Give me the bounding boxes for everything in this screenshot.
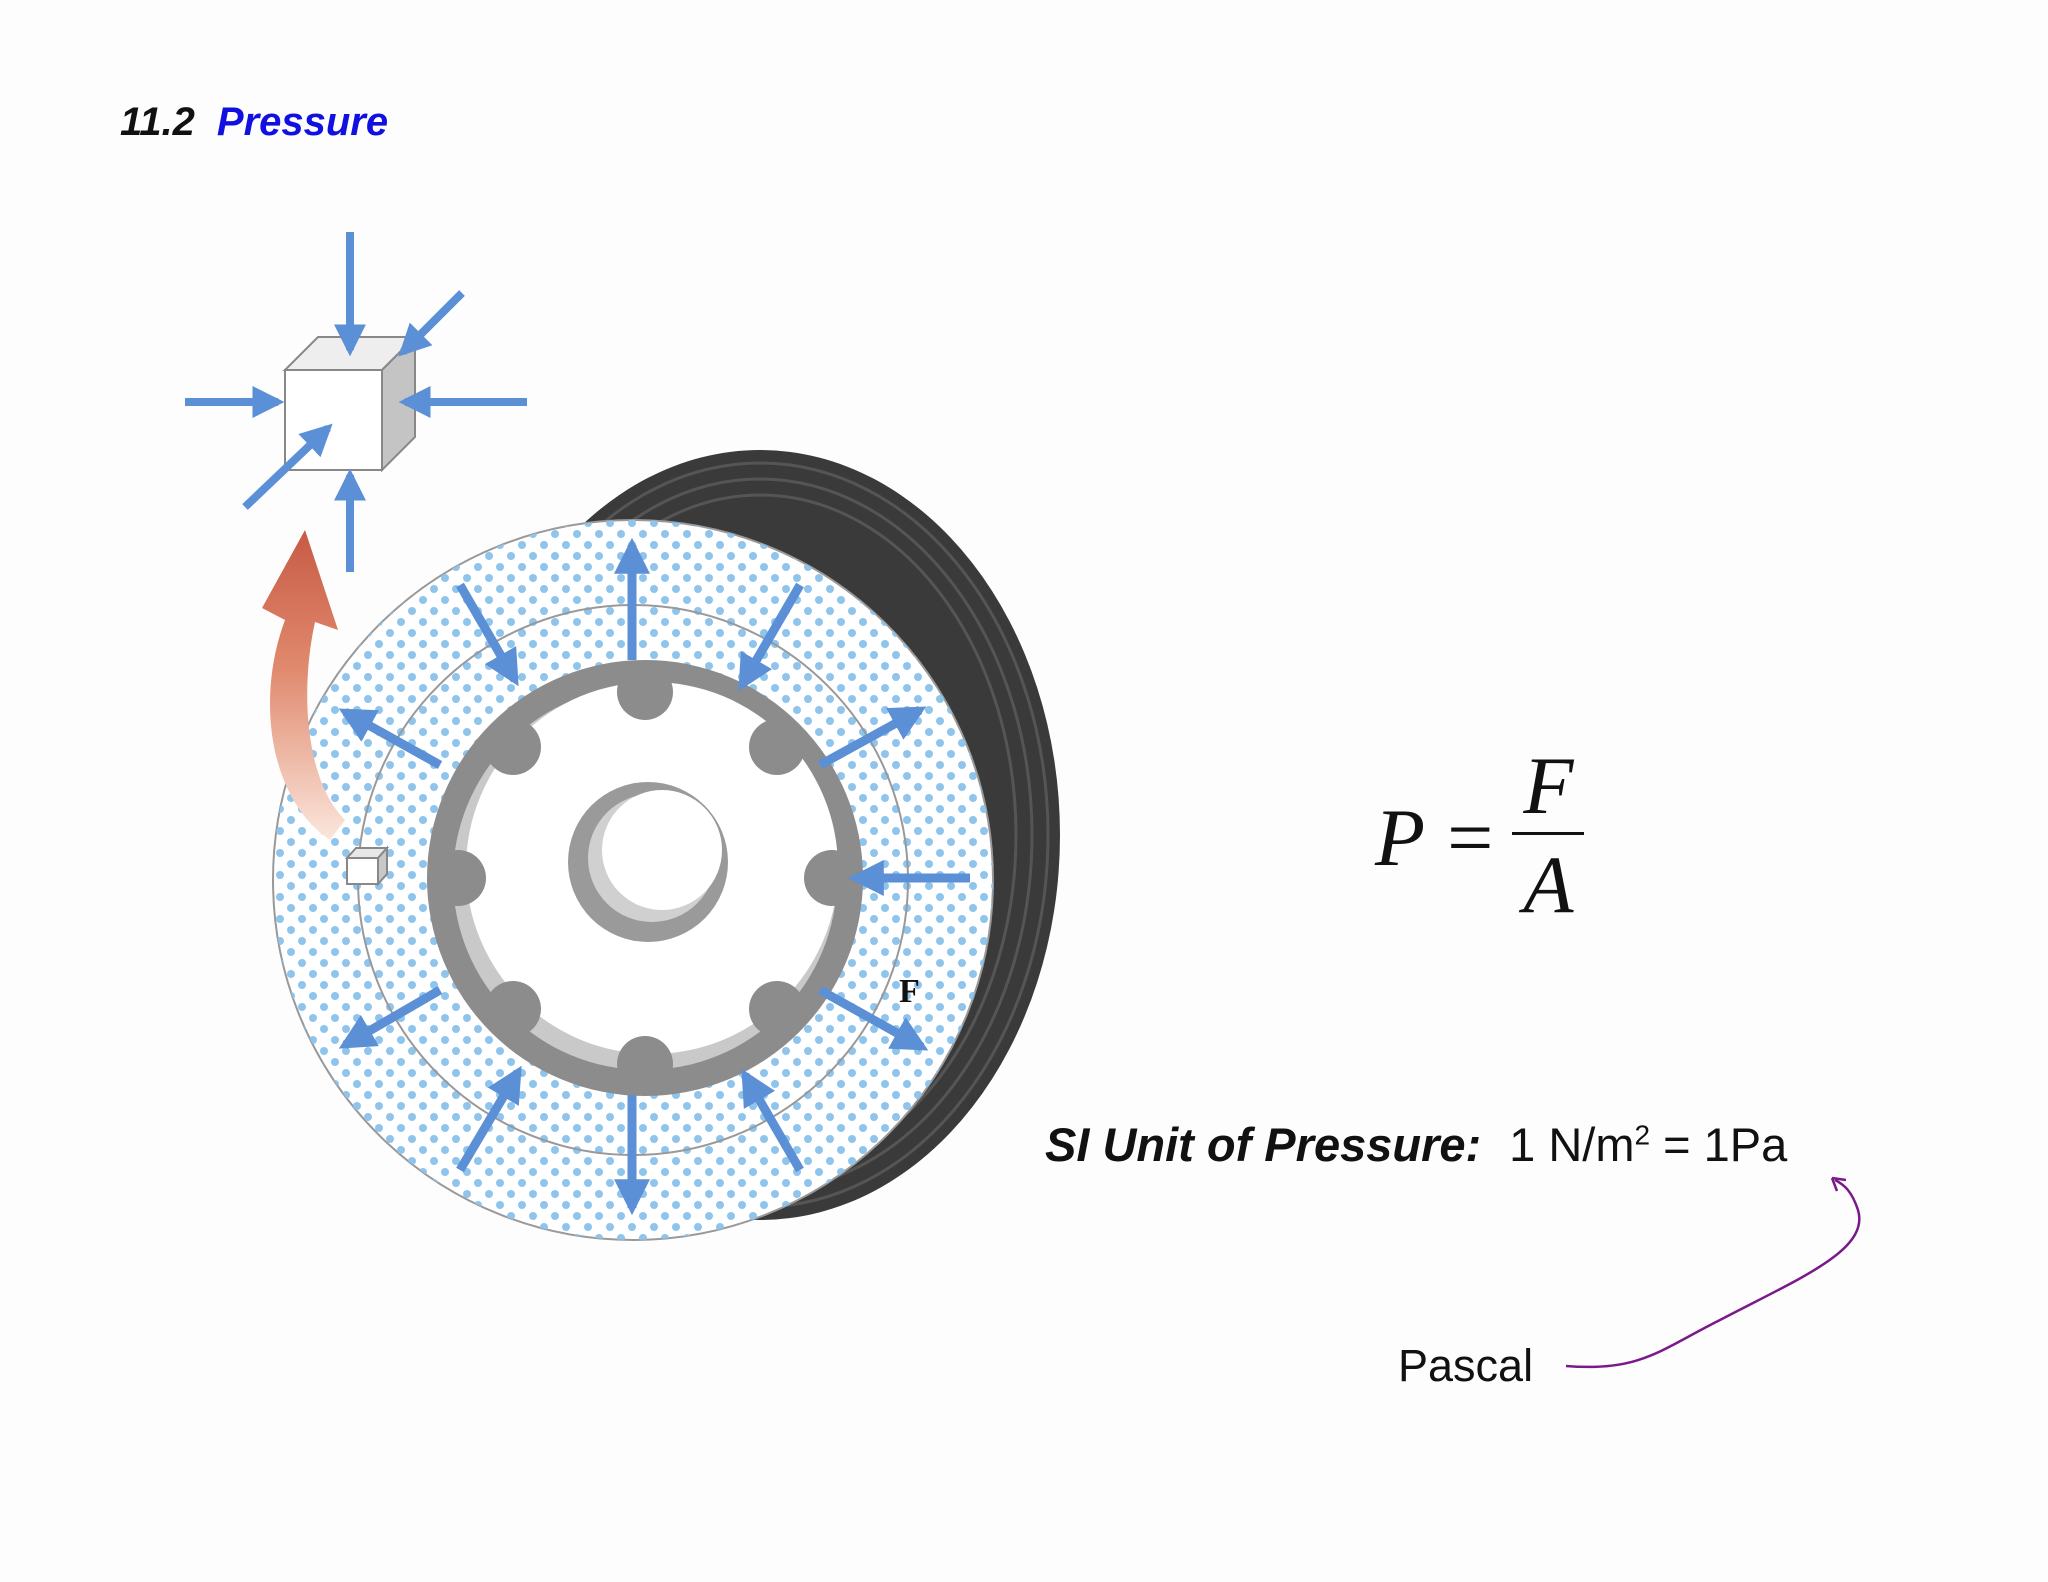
pascal-annotation: Pascal [1398,1340,1534,1391]
force-arrows [338,537,970,1216]
section-number: 11.2 [120,100,195,144]
si-unit-label: SI Unit of Pressure: [1045,1118,1482,1171]
formula-fraction: F A [1509,740,1587,935]
zoom-arrow [262,530,345,840]
formula-lhs: P [1375,791,1426,883]
section-title: Pressure [216,100,389,144]
small-cube [344,845,390,887]
force-label: F [899,973,920,1010]
slide-heading: 11.2 Pressure [120,100,388,145]
fraction-bar [1512,832,1585,835]
formula-equals: = [1447,791,1494,883]
si-unit-value-suffix: = 1Pa [1650,1118,1788,1171]
pressure-formula: P = F A [1375,740,1587,935]
si-unit-value-prefix: 1 N/m [1509,1118,1635,1171]
si-unit-line: SI Unit of Pressure: 1 N/m2 = 1Pa [1045,1117,1787,1172]
si-unit-exponent: 2 [1634,1119,1651,1151]
formula-denominator: A [1523,839,1574,930]
cube-force-arrows [185,232,527,572]
wheel-rim [427,660,863,1096]
formula-numerator: F [1523,740,1574,831]
